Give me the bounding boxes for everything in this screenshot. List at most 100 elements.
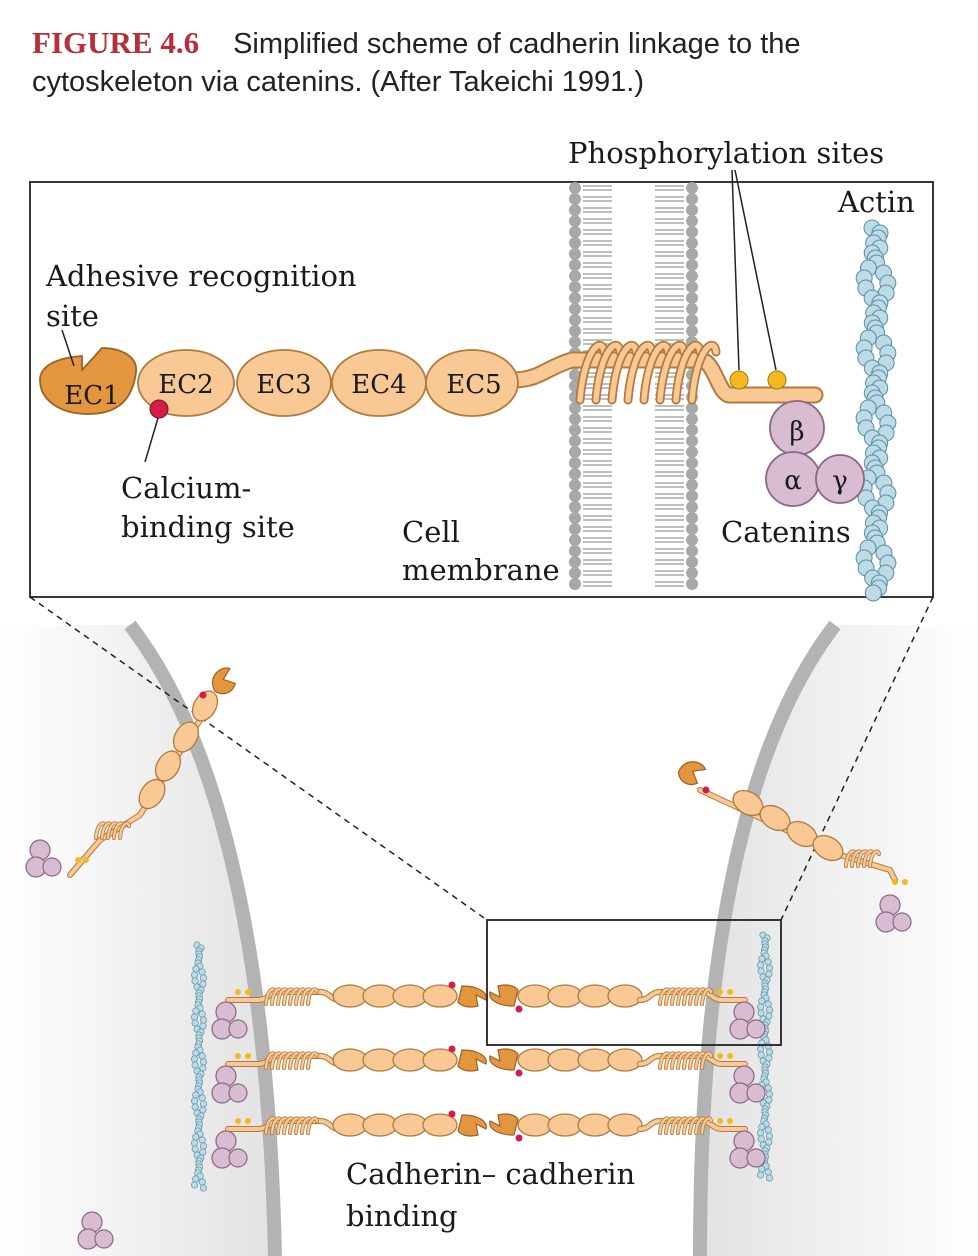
lipid-head	[569, 512, 581, 524]
lipid-head	[569, 325, 581, 337]
zoom-line-right	[780, 596, 934, 921]
lipid-tail	[655, 570, 684, 576]
actin-subunit	[758, 997, 766, 1005]
actin-subunit	[764, 1168, 772, 1176]
lipid-head	[686, 446, 698, 458]
caption-text: Simplified scheme of cadherin linkage to…	[32, 28, 801, 98]
lipid-tail	[583, 471, 612, 477]
actin-subunit	[192, 1175, 200, 1183]
actin-subunit	[191, 1103, 199, 1111]
ec-domain	[577, 1048, 613, 1072]
catenin	[42, 857, 62, 877]
lipid-tail	[583, 207, 612, 213]
lipid-head	[686, 292, 698, 304]
actin-subunit	[864, 584, 882, 602]
actin-subunit	[191, 1061, 199, 1069]
helix-turn	[609, 342, 639, 403]
actin-subunit	[190, 1097, 199, 1105]
ec-domain	[422, 1048, 458, 1072]
label-ec5: EC5	[446, 370, 501, 400]
lipid-tail	[583, 240, 612, 246]
actin-subunit	[192, 1091, 200, 1099]
lipid-head	[569, 435, 581, 447]
lipid-tail	[655, 482, 684, 488]
catenin-gamma	[815, 454, 865, 504]
lipid-tail	[655, 229, 684, 235]
label-actin: Actin	[837, 185, 915, 219]
lipid-tail	[655, 537, 684, 543]
lipid-head	[569, 237, 581, 249]
lipid-head	[686, 424, 698, 436]
lipid-head	[569, 336, 581, 348]
ec1-domain	[211, 667, 237, 695]
lipid-head	[686, 490, 698, 502]
calcium-dot	[448, 981, 456, 989]
phospho-dot	[75, 857, 81, 863]
label-ec4: EC4	[351, 370, 406, 400]
lipid-tail	[655, 471, 684, 477]
label-ec2: EC2	[158, 370, 213, 400]
lipid-tail	[655, 416, 684, 422]
phospho-dot	[717, 989, 723, 995]
lipid-head	[686, 534, 698, 546]
label-membrane-line1: Cell	[402, 515, 460, 549]
lipid-tail	[655, 405, 684, 411]
zoom-line-left	[29, 596, 488, 921]
phospho-dot	[235, 989, 241, 995]
helix-turn	[689, 342, 719, 403]
ec-domain	[517, 1113, 553, 1137]
ec-domain	[332, 984, 368, 1008]
lipid-tail	[655, 262, 684, 268]
calcium-binding-dot	[149, 399, 169, 419]
lipid-head	[686, 545, 698, 557]
lipid-tail	[583, 218, 612, 224]
lipid-tail	[655, 427, 684, 433]
lipid-tail	[583, 537, 612, 543]
actin-subunit	[198, 1094, 206, 1102]
catenin	[746, 1148, 766, 1168]
catenin	[228, 1083, 248, 1103]
lipid-head	[686, 512, 698, 524]
lipid-tail	[655, 548, 684, 554]
ec-domain	[392, 1048, 428, 1072]
lipid-head	[686, 226, 698, 238]
ec-domain	[392, 984, 428, 1008]
lipid-tail	[583, 196, 612, 202]
calcium-dot	[448, 1110, 456, 1118]
actin-subunit	[764, 1084, 772, 1092]
ec-domain	[422, 1113, 458, 1137]
catenin	[228, 1019, 248, 1039]
lipid-head	[569, 281, 581, 293]
lipid-tail	[583, 482, 612, 488]
actin-subunit	[191, 1019, 199, 1027]
lipid-head	[569, 369, 581, 381]
ec1-domain	[457, 985, 487, 1008]
lipid-tail	[583, 317, 612, 323]
lipid-tail	[583, 548, 612, 554]
ec1-domain	[489, 984, 519, 1007]
ec-domain	[577, 984, 613, 1008]
lipid-head	[569, 270, 581, 282]
phospho-dot	[245, 1053, 251, 1059]
lipid-head	[686, 457, 698, 469]
lipid-head	[569, 446, 581, 458]
junction-scene	[25, 667, 912, 1250]
label-membrane-line2: membrane	[402, 553, 560, 587]
helix-turn	[118, 822, 131, 840]
helix-turn	[306, 1117, 319, 1135]
ec1-domain	[457, 1049, 487, 1072]
calcium-dot	[515, 1134, 523, 1142]
ec-domain	[812, 834, 844, 862]
lipid-head	[569, 413, 581, 425]
lipid-tail	[583, 515, 612, 521]
lipid-head	[686, 523, 698, 535]
actin-subunit	[757, 1009, 765, 1017]
calcium-dot	[515, 1005, 523, 1013]
lipid-head	[569, 303, 581, 315]
label-ec1: EC1	[64, 381, 119, 411]
lipid-head	[569, 468, 581, 480]
helix-turn	[577, 342, 607, 403]
actin-subunit	[192, 1133, 200, 1141]
domain-ec4	[331, 349, 427, 417]
lipid-tail	[583, 328, 612, 334]
